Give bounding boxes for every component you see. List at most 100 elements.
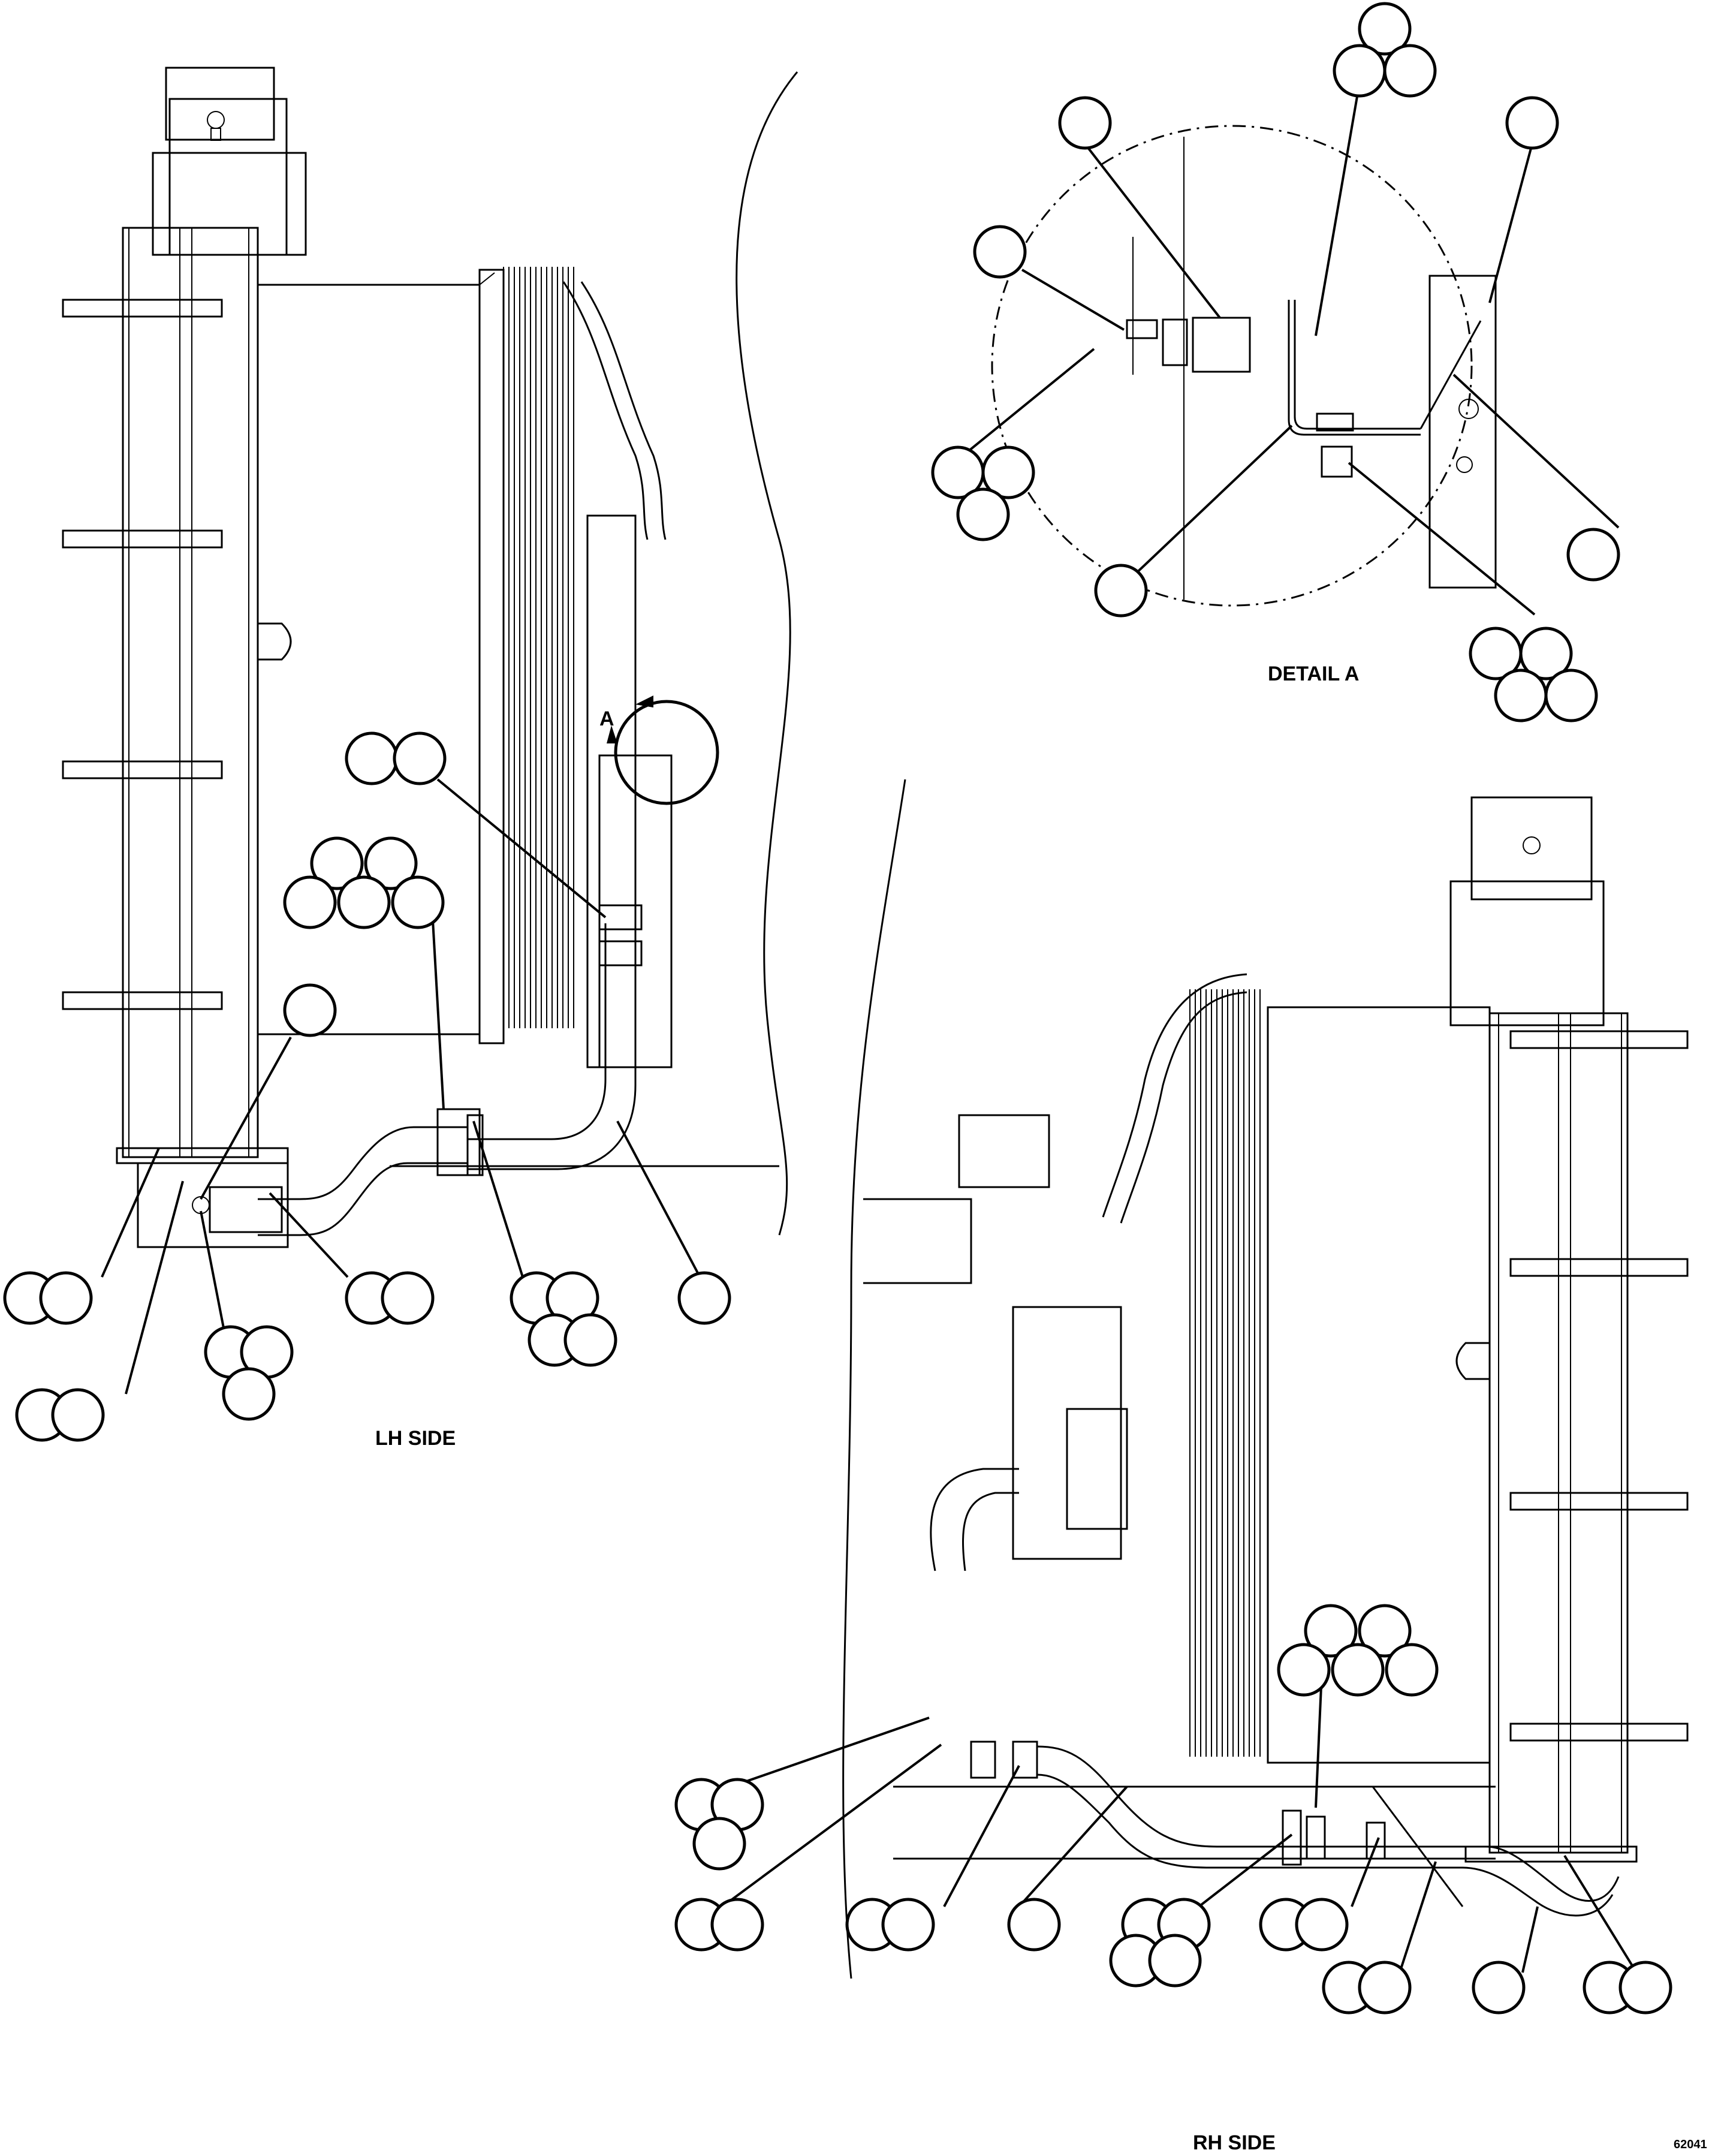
- callout-bubble: [1472, 1961, 1526, 2015]
- callout-bubble: [39, 1271, 93, 1325]
- lh-lower-frame: [116, 1147, 779, 1248]
- callout-bubble: [283, 875, 337, 929]
- callout-group-rh-left-triple: [674, 1778, 764, 1871]
- leader-line: [200, 1037, 292, 1200]
- leader-line: [1563, 1854, 1638, 1974]
- rh-engine-block: [863, 1114, 1128, 1571]
- leader-line: [943, 1765, 1020, 1907]
- lh-side-frame: [122, 227, 259, 1158]
- callout-bubble: [956, 487, 1010, 541]
- lh-cutaway-edge: [736, 71, 798, 1236]
- detail-a-label: DETAIL A: [1268, 663, 1359, 685]
- callout-group-rh-bottom-pair-1: [674, 1898, 764, 1952]
- callout-group-detail-upper-right: [1505, 96, 1559, 150]
- rh-cutaway-edge: [842, 779, 906, 1979]
- leader-line: [616, 1121, 700, 1275]
- callout-bubble: [1358, 2, 1412, 56]
- callout-bubble: [364, 836, 418, 890]
- rh-side-frame: [1488, 1012, 1629, 1854]
- detail-a-marker: A: [599, 695, 719, 805]
- callout-bubble: [1331, 1643, 1385, 1697]
- callout-bubble: [1544, 669, 1598, 722]
- leader-line: [1084, 143, 1221, 319]
- callout-bubble: [1618, 1961, 1672, 2015]
- leader-line: [722, 1717, 930, 1791]
- callout-bubble: [381, 1271, 435, 1325]
- leader-line: [1315, 1672, 1323, 1808]
- rh-upper-hose: [1102, 973, 1247, 1224]
- callout-bubble: [981, 445, 1035, 499]
- leader-line: [1452, 374, 1620, 529]
- callout-bubble: [1007, 1898, 1061, 1952]
- leader-line: [1120, 424, 1293, 589]
- callout-group-lh-clamp-cluster: [283, 836, 445, 929]
- rh-frame-brackets: [1455, 1030, 1689, 1742]
- callout-bubble: [1333, 44, 1387, 98]
- rh-cooler-fins: [1189, 989, 1261, 1757]
- callout-group-rh-bottom-single: [1007, 1898, 1061, 1952]
- lh-side-label: LH SIDE: [375, 1427, 456, 1450]
- leader-line: [1521, 1906, 1539, 1973]
- callout-bubble: [677, 1271, 731, 1325]
- callout-group-lh-single-left: [283, 983, 337, 1037]
- leader-line: [269, 1192, 349, 1278]
- callout-group-lh-bottom-pair-3: [345, 1271, 435, 1325]
- callout-bubble: [1385, 1643, 1439, 1697]
- lh-side-view: A LH SIDE: [62, 67, 798, 1450]
- callout-bubble: [692, 1817, 746, 1871]
- lh-surge-tank: [152, 67, 307, 256]
- leader-line: [432, 920, 445, 1110]
- callout-group-detail-bottom-right-cluster: [1469, 627, 1598, 722]
- leader-line: [1198, 1833, 1293, 1908]
- callout-bubble: [1277, 1643, 1331, 1697]
- callout-group-rh-clamp-cluster: [1277, 1604, 1439, 1697]
- callout-bubble: [1358, 1961, 1412, 2015]
- callout-bubble: [1494, 669, 1548, 722]
- callout-bubble: [881, 1898, 935, 1952]
- rh-surge-tank: [1449, 796, 1605, 1026]
- callout-group-detail-top-cluster: [1333, 2, 1437, 98]
- callout-group-rh-bottom-single-2: [1472, 1961, 1526, 2015]
- callout-bubble: [1566, 528, 1620, 582]
- callout-bubble: [391, 875, 445, 929]
- callout-group-rh-bottom-pair-3: [1259, 1898, 1349, 1952]
- leader-line: [1488, 134, 1536, 303]
- callout-bubble: [337, 875, 391, 929]
- callout-group-detail-right: [1566, 528, 1620, 582]
- callout-group-lh-bottom-pair-2: [15, 1388, 105, 1442]
- callout-bubble: [393, 731, 447, 785]
- callout-bubble: [973, 225, 1027, 279]
- leader-line: [200, 1211, 226, 1335]
- detail-a-view: DETAIL A: [991, 125, 1497, 685]
- drawing-number: 62041: [1674, 2138, 1707, 2151]
- callout-group-lh-hose-pair: [345, 731, 447, 785]
- rh-side-view: RH SIDE 62041: [842, 779, 1707, 2154]
- callout-group-lh-bottom-quad: [510, 1271, 617, 1367]
- callout-group-rh-bottom-pair-2: [845, 1898, 935, 1952]
- leader-line: [101, 1148, 160, 1278]
- rh-bottom-pipe: [970, 1741, 1620, 1917]
- leader-line: [1398, 1861, 1437, 1973]
- callout-bubble: [345, 731, 399, 785]
- callout-group-lh-bottom-triple: [204, 1325, 294, 1421]
- callout-bubble: [710, 1898, 764, 1952]
- callout-bubble: [1295, 1898, 1349, 1952]
- callout-bubble: [1519, 627, 1573, 680]
- callout-bubble: [283, 983, 337, 1037]
- leader-line: [1018, 1785, 1128, 1908]
- callout-group-detail-lower-left-cluster: [931, 445, 1035, 541]
- callout-bubble: [51, 1388, 105, 1442]
- callout-bubble: [222, 1367, 276, 1421]
- callout-bubble: [563, 1313, 617, 1367]
- callout-bubble: [1505, 96, 1559, 150]
- lh-frame-brackets: [62, 299, 292, 1010]
- rh-side-label: RH SIDE: [1193, 2131, 1276, 2154]
- leader-line: [1351, 1837, 1380, 1907]
- callout-bubble: [1094, 564, 1148, 618]
- leader-line: [958, 348, 1095, 460]
- callout-bubble: [1058, 96, 1112, 150]
- callout-group-rh-bottom-quad: [1109, 1898, 1211, 1988]
- rh-radiator-core: [1267, 1006, 1491, 1764]
- callout-group-detail-left: [973, 225, 1027, 279]
- callout-group-lh-bottom-pair-1: [3, 1271, 93, 1325]
